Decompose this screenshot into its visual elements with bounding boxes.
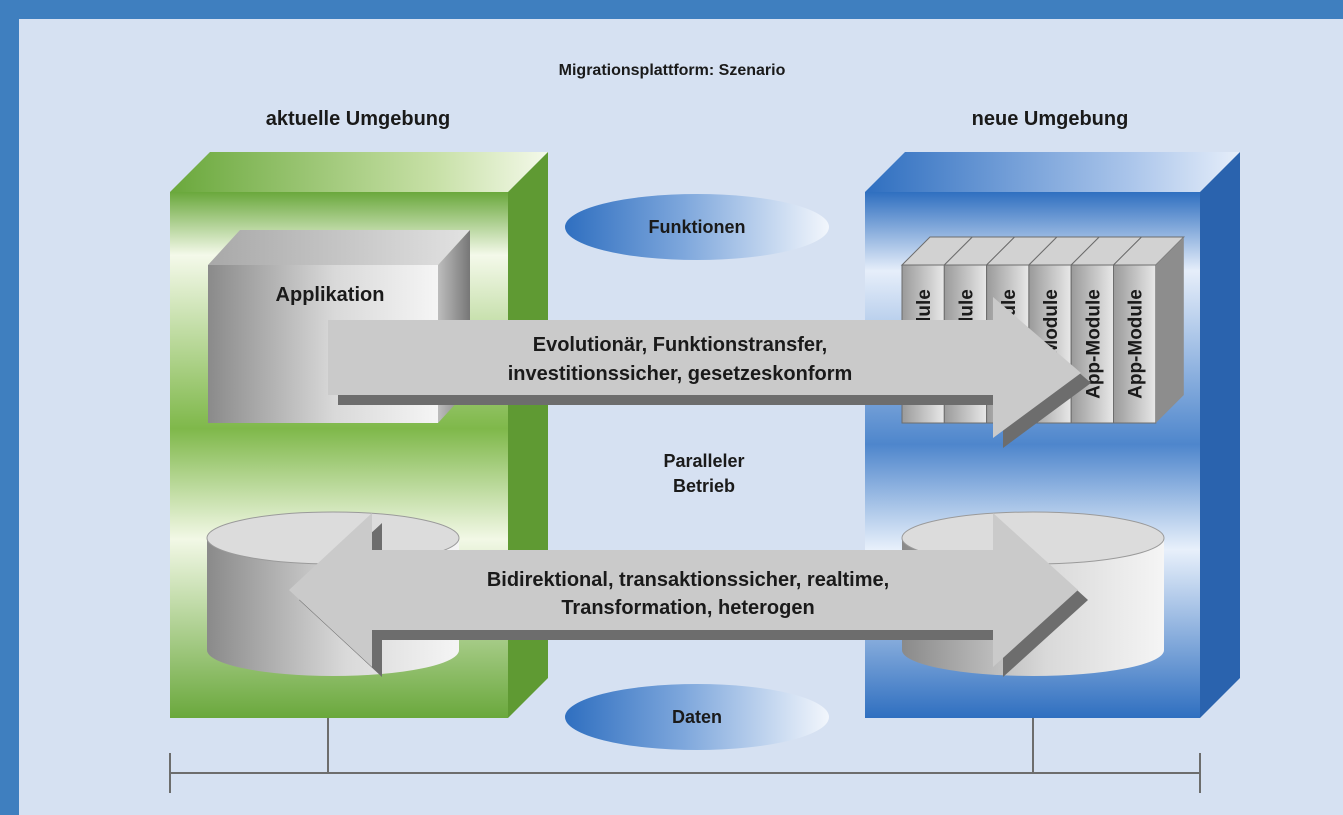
migration-diagram: Migrationsplattform: Szenario aktuelle U…: [169, 62, 1240, 793]
app-module-label: App-Module: [1126, 289, 1147, 399]
right-environment-label: neue Umgebung: [972, 108, 1129, 130]
application-label: Applikation: [276, 284, 385, 306]
left-environment-label: aktuelle Umgebung: [266, 108, 450, 130]
data-arrow-text-line1: Bidirektional, transaktionssicher, realt…: [487, 569, 889, 591]
app-module-label: App-Module: [1083, 289, 1104, 399]
data-arrow-text-line2: Transformation, heterogen: [561, 597, 814, 619]
bidirectional-data-arrow: [289, 513, 1088, 677]
function-arrow-text-line2: investitionssicher, gesetzeskonform: [508, 363, 853, 385]
functions-ellipse: [565, 194, 829, 260]
data-label: Daten: [672, 707, 722, 727]
diagram-panel: Migrationsplattform: Szenario aktuelle U…: [19, 19, 1343, 815]
diagram-title: Migrationsplattform: Szenario: [559, 62, 786, 79]
app-module-block: App-Module: [1069, 236, 1143, 424]
function-transfer-arrow: [328, 297, 1091, 448]
parallel-label-line2: Betrieb: [673, 476, 735, 496]
function-arrow-text-line1: Evolutionär, Funktionstransfer,: [533, 334, 828, 356]
timeline: [169, 718, 1201, 793]
data-ellipse: [565, 684, 829, 750]
app-module-block: App-Module: [1112, 236, 1186, 424]
parallel-label-line1: Paralleler: [663, 451, 744, 471]
functions-label: Funktionen: [649, 217, 746, 237]
